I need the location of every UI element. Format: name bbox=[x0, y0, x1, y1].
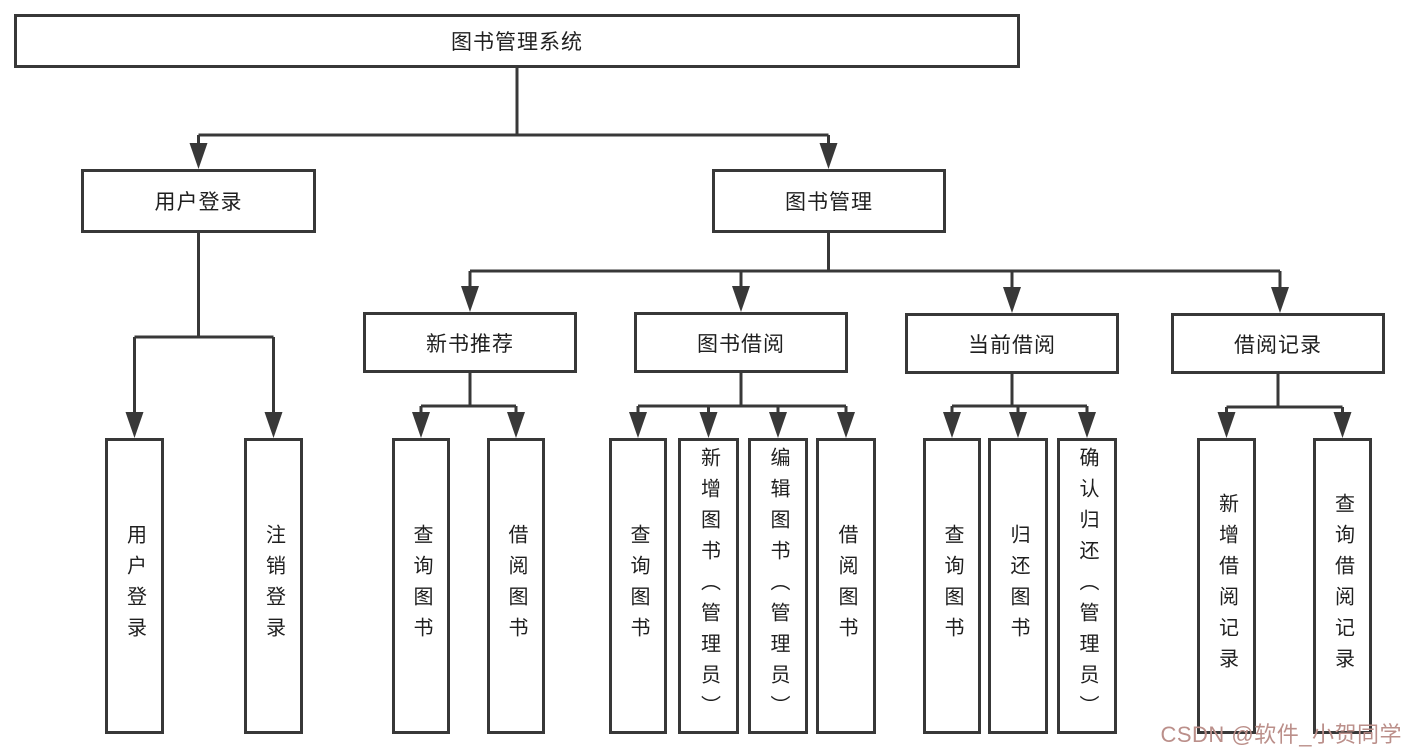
leaf-user-login: 用户登录 bbox=[105, 438, 164, 734]
leaf-label: 查询借阅记录 bbox=[1331, 493, 1354, 679]
connector-current-to-leaves bbox=[943, 374, 1096, 438]
leaf-label: 借阅图书 bbox=[505, 524, 527, 648]
node-new-rec: 新书推荐 bbox=[363, 312, 577, 373]
leaf-current-query-books: 查询图书 bbox=[923, 438, 981, 734]
node-root: 图书管理系统 bbox=[14, 14, 1020, 68]
leaf-label: 归还图书 bbox=[1007, 524, 1029, 648]
leaf-borrow-add-books-admin: 新增图书（管理员） bbox=[678, 438, 739, 734]
connector-book-mgmt-to-level3 bbox=[461, 233, 1289, 313]
leaf-borrow-query-books: 查询图书 bbox=[609, 438, 667, 734]
leaf-current-return-books: 归还图书 bbox=[988, 438, 1048, 734]
leaf-label: 新增借阅记录 bbox=[1215, 493, 1238, 679]
leaf-label: 借阅图书 bbox=[835, 524, 857, 648]
connector-book-borrow-to-leaves bbox=[629, 373, 855, 438]
leaf-label: 查询图书 bbox=[410, 524, 432, 648]
leaf-label: 确认归还（管理员） bbox=[1076, 446, 1098, 726]
leaf-logout: 注销登录 bbox=[244, 438, 303, 734]
leaf-rec-borrow-books: 借阅图书 bbox=[487, 438, 545, 734]
leaf-borrow-edit-books-admin: 编辑图书（管理员） bbox=[748, 438, 808, 734]
leaf-label: 注销登录 bbox=[262, 524, 285, 648]
leaf-records-query-record: 查询借阅记录 bbox=[1313, 438, 1372, 734]
node-book-borrow: 图书借阅 bbox=[634, 312, 848, 373]
leaf-label: 查询图书 bbox=[941, 524, 963, 648]
csdn-watermark: CSDN @软件_小贺同学 bbox=[1160, 722, 1402, 747]
leaf-label: 查询图书 bbox=[627, 524, 649, 648]
node-user-login: 用户登录 bbox=[81, 169, 316, 233]
leaf-label: 用户登录 bbox=[123, 524, 146, 648]
node-current-borrow: 当前借阅 bbox=[905, 313, 1119, 374]
node-book-mgmt: 图书管理 bbox=[712, 169, 946, 233]
leaf-label: 新增图书（管理员） bbox=[697, 446, 720, 726]
leaf-rec-query-books: 查询图书 bbox=[392, 438, 450, 734]
leaf-current-confirm-return-admin: 确认归还（管理员） bbox=[1057, 438, 1117, 734]
connector-new-rec-to-leaves bbox=[412, 373, 525, 438]
leaf-borrow-borrow-books: 借阅图书 bbox=[816, 438, 876, 734]
connector-user-login-to-leaves bbox=[125, 233, 283, 438]
node-borrow-records: 借阅记录 bbox=[1171, 313, 1385, 374]
connector-records-to-leaves bbox=[1217, 374, 1352, 438]
connector-root-to-level2 bbox=[189, 68, 838, 169]
leaf-label: 编辑图书（管理员） bbox=[767, 446, 789, 726]
leaf-records-add-record: 新增借阅记录 bbox=[1197, 438, 1256, 734]
